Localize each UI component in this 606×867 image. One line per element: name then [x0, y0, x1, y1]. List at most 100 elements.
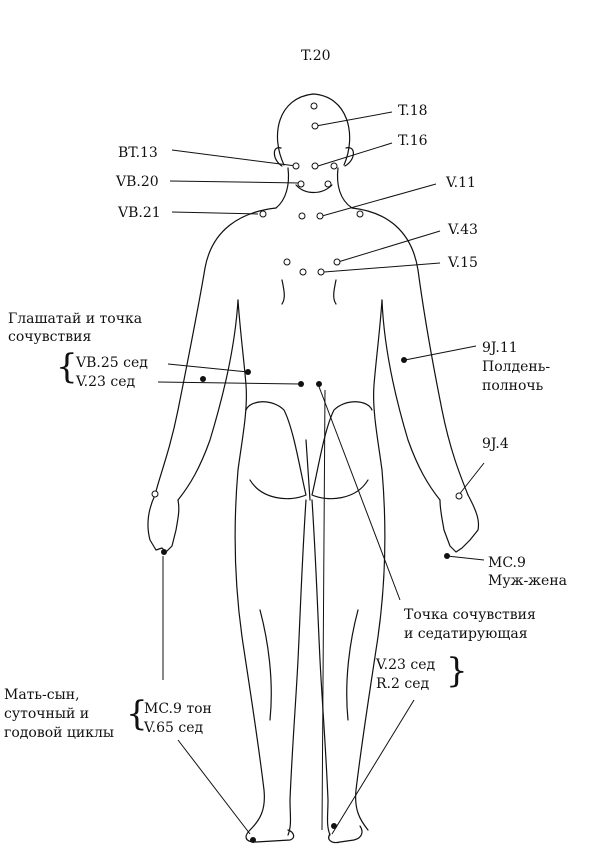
- leader-t16: [317, 142, 393, 167]
- point-v43-r: [333, 258, 341, 266]
- leader-9j11: [404, 345, 477, 361]
- right-calf: [346, 609, 359, 721]
- leader-v11: [321, 183, 437, 217]
- label-herald-1: Глашатай и точка: [8, 311, 143, 327]
- right-leg-inner: [311, 499, 331, 836]
- neck-left: [275, 167, 290, 209]
- point-mc9-l: [161, 549, 167, 555]
- label-mother-1: Мать-сын,: [4, 687, 80, 703]
- label-vb20: VB.20: [116, 174, 159, 190]
- point-vb21-l: [259, 210, 267, 218]
- label-v23-right: V.23 сед: [376, 657, 436, 673]
- left-foot: [245, 829, 295, 843]
- point-vb20-l: [297, 180, 305, 188]
- leader-9j4: [457, 462, 485, 497]
- leader-lines: [157, 111, 485, 835]
- right-foot: [328, 825, 363, 844]
- brace-left-lower: {: [126, 694, 148, 734]
- label-v23-left: V.23 сед: [76, 374, 136, 390]
- point-r2: [331, 823, 337, 829]
- head-outline: [276, 93, 351, 166]
- leader-vb20: [169, 180, 301, 184]
- point-9j11: [401, 357, 407, 363]
- leader-v23-right: [321, 389, 326, 831]
- brace-right: }: [446, 651, 468, 691]
- point-t16: [311, 162, 319, 170]
- point-v15-r: [317, 268, 325, 276]
- leader-t18: [315, 111, 393, 127]
- point-vb25-r: [245, 369, 251, 375]
- points-filled: [161, 357, 450, 843]
- buttock-right: [311, 401, 373, 500]
- leader-v15: [323, 262, 441, 273]
- leader-v65: [177, 739, 251, 835]
- buttock-left: [245, 401, 307, 500]
- label-vb21: VB.21: [118, 205, 161, 221]
- label-compassion-2: и седатирующая: [404, 626, 528, 642]
- label-r2: R.2 сед: [376, 676, 430, 692]
- point-t18: [311, 122, 319, 130]
- leader-vb21: [171, 211, 259, 215]
- point-v43-l: [283, 258, 291, 266]
- label-mother-3: годовой циклы: [4, 725, 115, 741]
- label-vb25: VB.25 сед: [76, 355, 148, 371]
- label-bt13: BT.13: [118, 145, 158, 161]
- leader-r2: [331, 699, 415, 835]
- label-mc9-right: MC.9: [488, 555, 526, 571]
- label-mother-2: суточный и: [4, 706, 90, 722]
- left-arm-inner: [177, 299, 239, 501]
- point-vb21-r: [356, 210, 364, 218]
- point-9j4-l: [151, 490, 159, 498]
- point-vb25-l: [200, 376, 206, 382]
- right-hand: [439, 494, 480, 553]
- leader-bt13: [171, 149, 297, 167]
- label-compassion-1: Точка сочувствия: [404, 607, 536, 623]
- label-t20: T.20: [301, 48, 331, 64]
- leader-mc9-right: [446, 555, 485, 561]
- point-t20: [310, 102, 318, 110]
- left-shoulder-arm: [154, 207, 277, 496]
- label-mc9-ton: MC.9 тон: [144, 701, 212, 717]
- label-9j11: 9J.11: [482, 340, 518, 356]
- point-v11-l: [298, 212, 306, 220]
- label-v65: V.65 сед: [144, 720, 204, 736]
- label-v11: V.11: [446, 175, 476, 191]
- torso-right: [373, 299, 383, 471]
- point-v65: [250, 837, 256, 843]
- label-midday-1: Полдень-: [482, 359, 551, 375]
- left-hand: [147, 494, 180, 553]
- left-calf: [259, 609, 272, 721]
- label-9j4: 9J.4: [482, 436, 509, 452]
- leader-vb25: [167, 363, 249, 373]
- right-ear: [344, 147, 354, 167]
- scapula-left: [281, 279, 285, 305]
- leader-v43: [337, 230, 441, 263]
- left-leg-inner: [287, 499, 307, 836]
- neck-right: [336, 167, 353, 209]
- label-t18: T.18: [398, 103, 428, 119]
- gluteal-cleft: [305, 439, 311, 501]
- left-leg-outer: [234, 469, 265, 831]
- body-outline: [147, 93, 480, 844]
- point-v23-l: [298, 381, 304, 387]
- points-open: [151, 102, 463, 500]
- point-v15-l: [299, 268, 307, 276]
- leader-v23-left: [157, 381, 301, 385]
- label-husband-wife: Муж-жена: [488, 573, 568, 589]
- label-midday-2: полночь: [482, 378, 544, 394]
- leader-compassion: [317, 383, 401, 601]
- right-shoulder-arm: [351, 207, 469, 496]
- label-v15: V.15: [448, 255, 478, 271]
- label-v43: V.43: [448, 222, 478, 238]
- label-t16: T.16: [398, 133, 428, 149]
- point-vb20-r: [324, 180, 332, 188]
- right-leg-outer: [355, 469, 386, 831]
- point-bt13-r: [330, 162, 338, 170]
- brace-left-upper: {: [56, 347, 78, 387]
- right-arm-inner: [381, 299, 441, 501]
- torso-left: [237, 299, 247, 471]
- point-9j4-r: [455, 492, 463, 500]
- label-herald-2: сочувствия: [8, 329, 92, 345]
- point-v11-r: [316, 212, 324, 220]
